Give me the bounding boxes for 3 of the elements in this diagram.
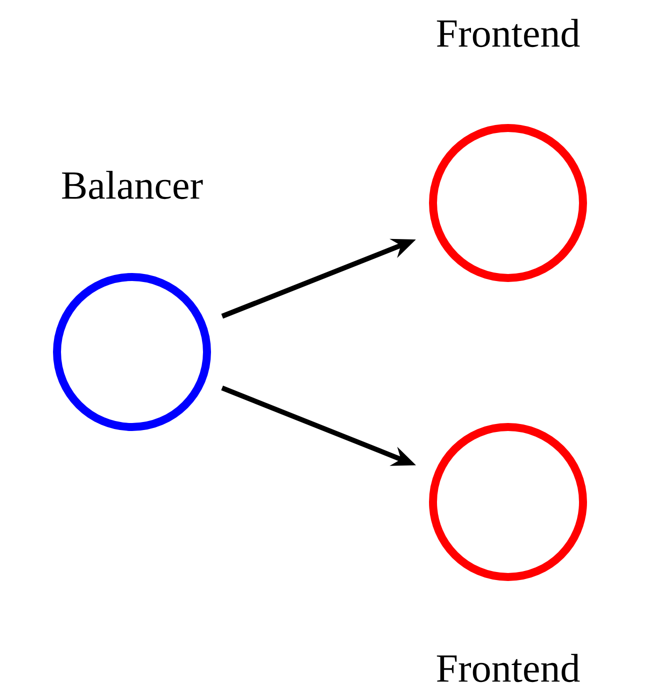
node-label: Frontend	[436, 18, 580, 48]
node-label: Balancer	[62, 170, 203, 200]
node-label: Frontend	[436, 654, 580, 682]
